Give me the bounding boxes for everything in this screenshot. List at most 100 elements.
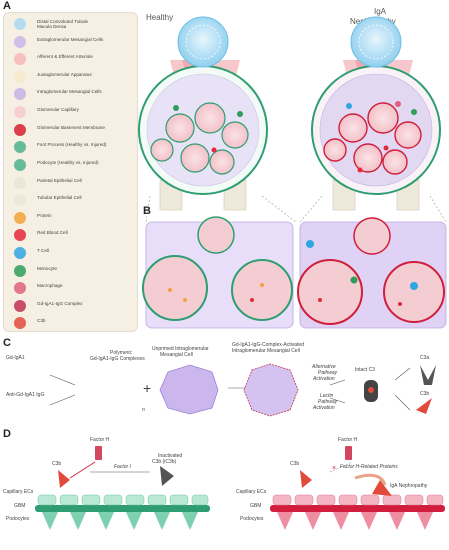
- n-subscript: n: [142, 407, 145, 413]
- legend-item: Parietal Epithelial Cell: [4, 176, 137, 190]
- legend-item-label: Afferent & Efferent Arteriole: [37, 54, 93, 60]
- factor-i-label: Factor I: [114, 464, 131, 470]
- anti-gd-iga-label: Anti-Gd-IgA1 IgG: [6, 392, 45, 398]
- legend-item-label: Foot Process (Healthy vs. Injured): [37, 142, 107, 148]
- alt-pathway-1: Alternative: [312, 364, 336, 370]
- factor-h-right-label: Factor H: [338, 437, 358, 443]
- panel-d-healthy-membrane: [35, 446, 210, 530]
- legend-item: Juxtaglomerular Apparatus: [4, 70, 137, 84]
- legend-item-label: Juxtaglomerular Apparatus: [37, 71, 92, 77]
- capillary-icon: [14, 106, 26, 119]
- lectin-pathway-2: Pathway: [318, 399, 338, 405]
- legend-item-label: T Cell: [37, 247, 49, 253]
- gd-iga-label: Gd-IgA1: [6, 355, 25, 361]
- legend-item-label: Red Blood Cell: [37, 230, 68, 236]
- foot-process-icon: [14, 141, 26, 154]
- basement-membrane-icon: [14, 123, 26, 136]
- legend-item: Foot Process (Healthy vs. Injured): [4, 141, 137, 154]
- panel-letter-b: B: [143, 205, 151, 217]
- inactivated-label-2: C3b (iC3b): [152, 459, 177, 465]
- fhr-label: Factor H-Related Proteins: [340, 464, 398, 470]
- legend-item-label: Glomerular Basement Membrane: [37, 124, 105, 130]
- legend-item: C3b: [4, 317, 137, 330]
- legend-item-label-2: Macula Densa: [37, 24, 67, 29]
- activated-label-2: Intraglomerular Mesangial Cell: [232, 348, 300, 354]
- juxtaglomerular-icon: [14, 70, 26, 83]
- activated-mesangial-cell: [243, 363, 299, 417]
- healthy-header: Healthy: [146, 13, 174, 22]
- gbm-right-label: GBM: [250, 503, 262, 509]
- lectin-pathway-1: Lectin: [320, 393, 334, 399]
- panel-letter-d: D: [3, 428, 11, 440]
- iga-nephropathy-label: IgA Nephropathy: [390, 483, 428, 489]
- legend-item-label: Macrophage: [37, 283, 63, 289]
- c3a-fragment: [420, 365, 436, 385]
- legend-item-label: Gd-IgA1-IgG Complex: [37, 300, 83, 306]
- monocyte-icon: [14, 264, 26, 277]
- legend-item: Glomerular Capillary: [4, 106, 137, 119]
- legend-item: Red Blood Cell: [4, 229, 137, 242]
- cap-ecs-left-label: Capillary ECs: [3, 489, 34, 495]
- unprimed-label-1: Unprimed Intraglomerular: [152, 346, 209, 352]
- tubule-icon: [14, 18, 26, 30]
- podocytes-right-label: Podocytes: [240, 516, 264, 522]
- legend-item-label: Extraglomerular Mesangial Cells: [37, 36, 104, 42]
- svg-text:×: ×: [332, 465, 336, 472]
- legend-item: Podocyte (Healthy vs. Injured): [4, 158, 137, 172]
- legend-item-label: Protein: [37, 212, 52, 218]
- tubular-epithelial-icon: [14, 194, 26, 207]
- c3a-label: C3a: [420, 355, 430, 361]
- gbm-left-label: GBM: [14, 503, 26, 509]
- legend-item-label: Tubular Epithelial Cell: [37, 195, 82, 201]
- unprimed-label-2: Mesangial Cell: [160, 352, 193, 358]
- plus-sign: +: [143, 380, 152, 396]
- polymeric-label-1: Polymeric: [110, 350, 132, 356]
- parietal-epithelial-icon: [14, 176, 26, 189]
- inactivated-label-1: Inactivated: [158, 453, 183, 459]
- panel-d-iga-membrane: ×: [270, 446, 445, 530]
- legend-item-label: Podocyte (Healthy vs. Injured): [37, 159, 99, 165]
- intact-c3-label: Intact C3: [355, 367, 376, 373]
- c3b-rocket-c: [416, 398, 432, 414]
- macrophage-icon: [14, 282, 26, 295]
- panel-letter-c: C: [3, 337, 11, 349]
- t-cell-icon: [14, 246, 26, 259]
- intraglomerular-mesangial-icon: [14, 88, 26, 101]
- panel-c-diagram: [49, 367, 411, 411]
- legend-item-label: Parietal Epithelial Cell: [37, 177, 82, 183]
- alt-pathway-3: Activation: [313, 376, 335, 382]
- c3b-left-label: C3b: [52, 461, 62, 467]
- c3b-icon: [14, 317, 26, 330]
- legend-item-label: C3b: [37, 318, 46, 324]
- legend-item: Protein: [4, 211, 137, 225]
- panel-letter-a: A: [3, 0, 11, 12]
- legend-item: Tubular Epithelial Cell: [4, 194, 137, 207]
- red-blood-cell-icon: [14, 229, 26, 242]
- polymeric-label-2: Gd-IgA1-IgG Complexes: [90, 356, 145, 362]
- extraglomerular-mesangial-icon: [14, 35, 26, 48]
- legend-item: Glomerular Basement Membrane: [4, 123, 137, 137]
- legend-item: Gd-IgA1-IgG Complex: [4, 299, 137, 313]
- legend-item-label: Glomerular Capillary: [37, 107, 79, 113]
- podocytes-left-label: Podocytes: [6, 516, 30, 522]
- c3b-label-c: C3b: [420, 391, 430, 397]
- lectin-pathway-3: Activation: [313, 405, 335, 411]
- activated-label-1: Gd-IgA1-IgG-Complex-Activated: [232, 342, 304, 348]
- podocyte-icon: [14, 158, 26, 171]
- alt-pathway-2: Pathway: [318, 370, 338, 376]
- iga-glomerulus: [311, 16, 441, 211]
- legend-item: T Cell: [4, 246, 137, 260]
- unprimed-mesangial-cell: [159, 364, 219, 415]
- arteriole-icon: [14, 53, 26, 66]
- cap-ecs-right-label: Capillary ECs: [236, 489, 267, 495]
- legend-item: Afferent & Efferent Arteriole: [4, 53, 137, 66]
- legend-item: Intraglomerular Mesangial Cells: [4, 88, 137, 101]
- panel-b-iga-zoom: [297, 217, 447, 329]
- c3b-right-label: C3b: [290, 461, 300, 467]
- legend-item-label: Intraglomerular Mesangial Cells: [37, 89, 102, 95]
- factor-h-left-label: Factor H: [90, 437, 110, 443]
- iga-header-line1: IgA: [373, 7, 386, 16]
